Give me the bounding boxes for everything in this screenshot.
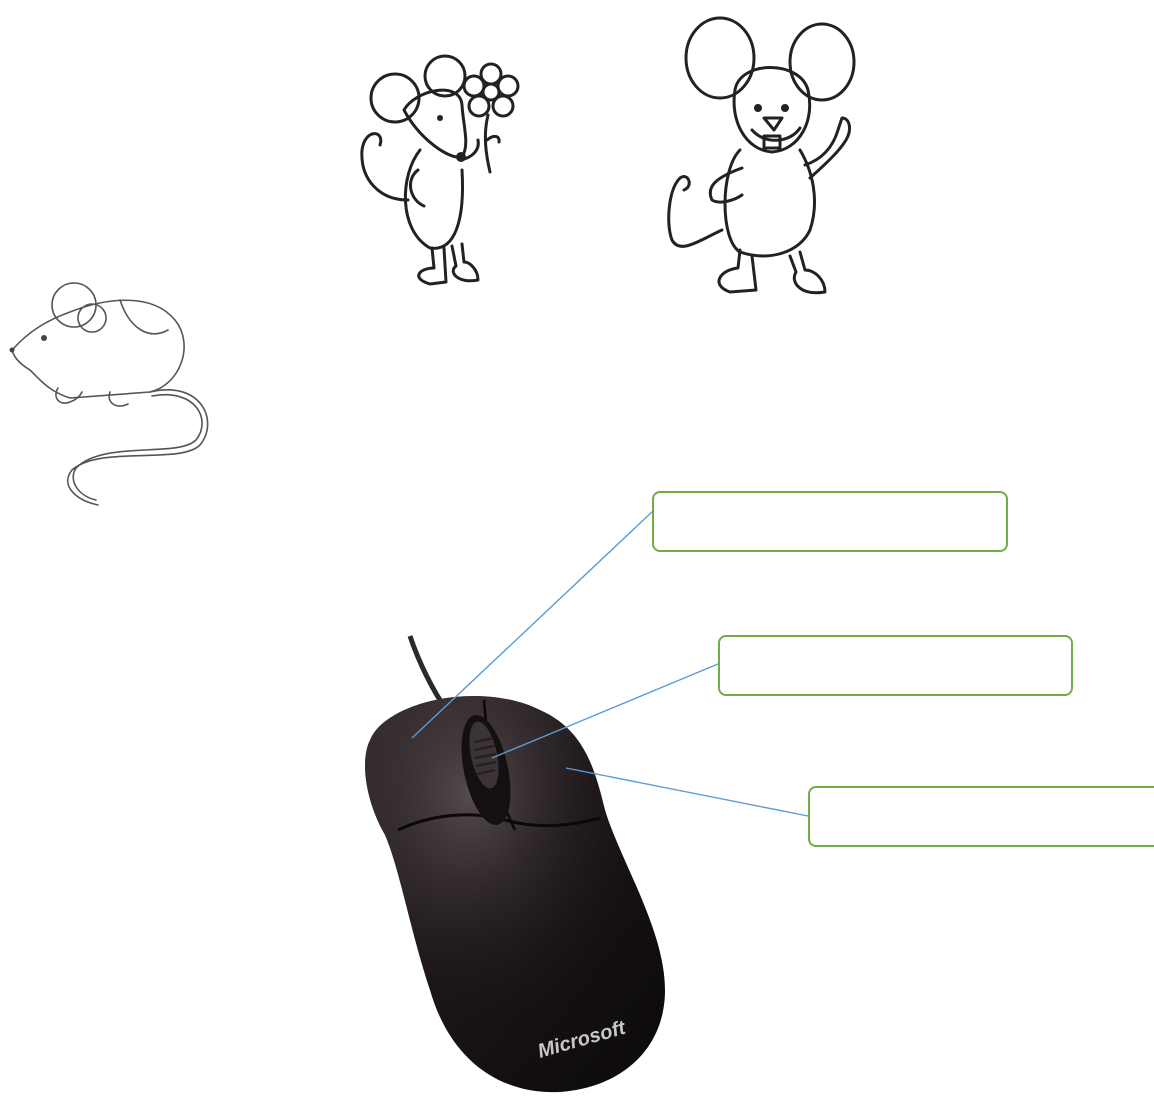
label-box-right-button[interactable] <box>808 786 1154 847</box>
leader-line-3 <box>566 768 808 816</box>
mouse-brand-logo: Microsoft <box>535 1016 629 1062</box>
label-box-left-button[interactable] <box>652 491 1008 552</box>
leader-line-2 <box>492 664 718 758</box>
label-box-scroll-wheel[interactable] <box>718 635 1073 696</box>
leader-line-1 <box>412 511 653 738</box>
